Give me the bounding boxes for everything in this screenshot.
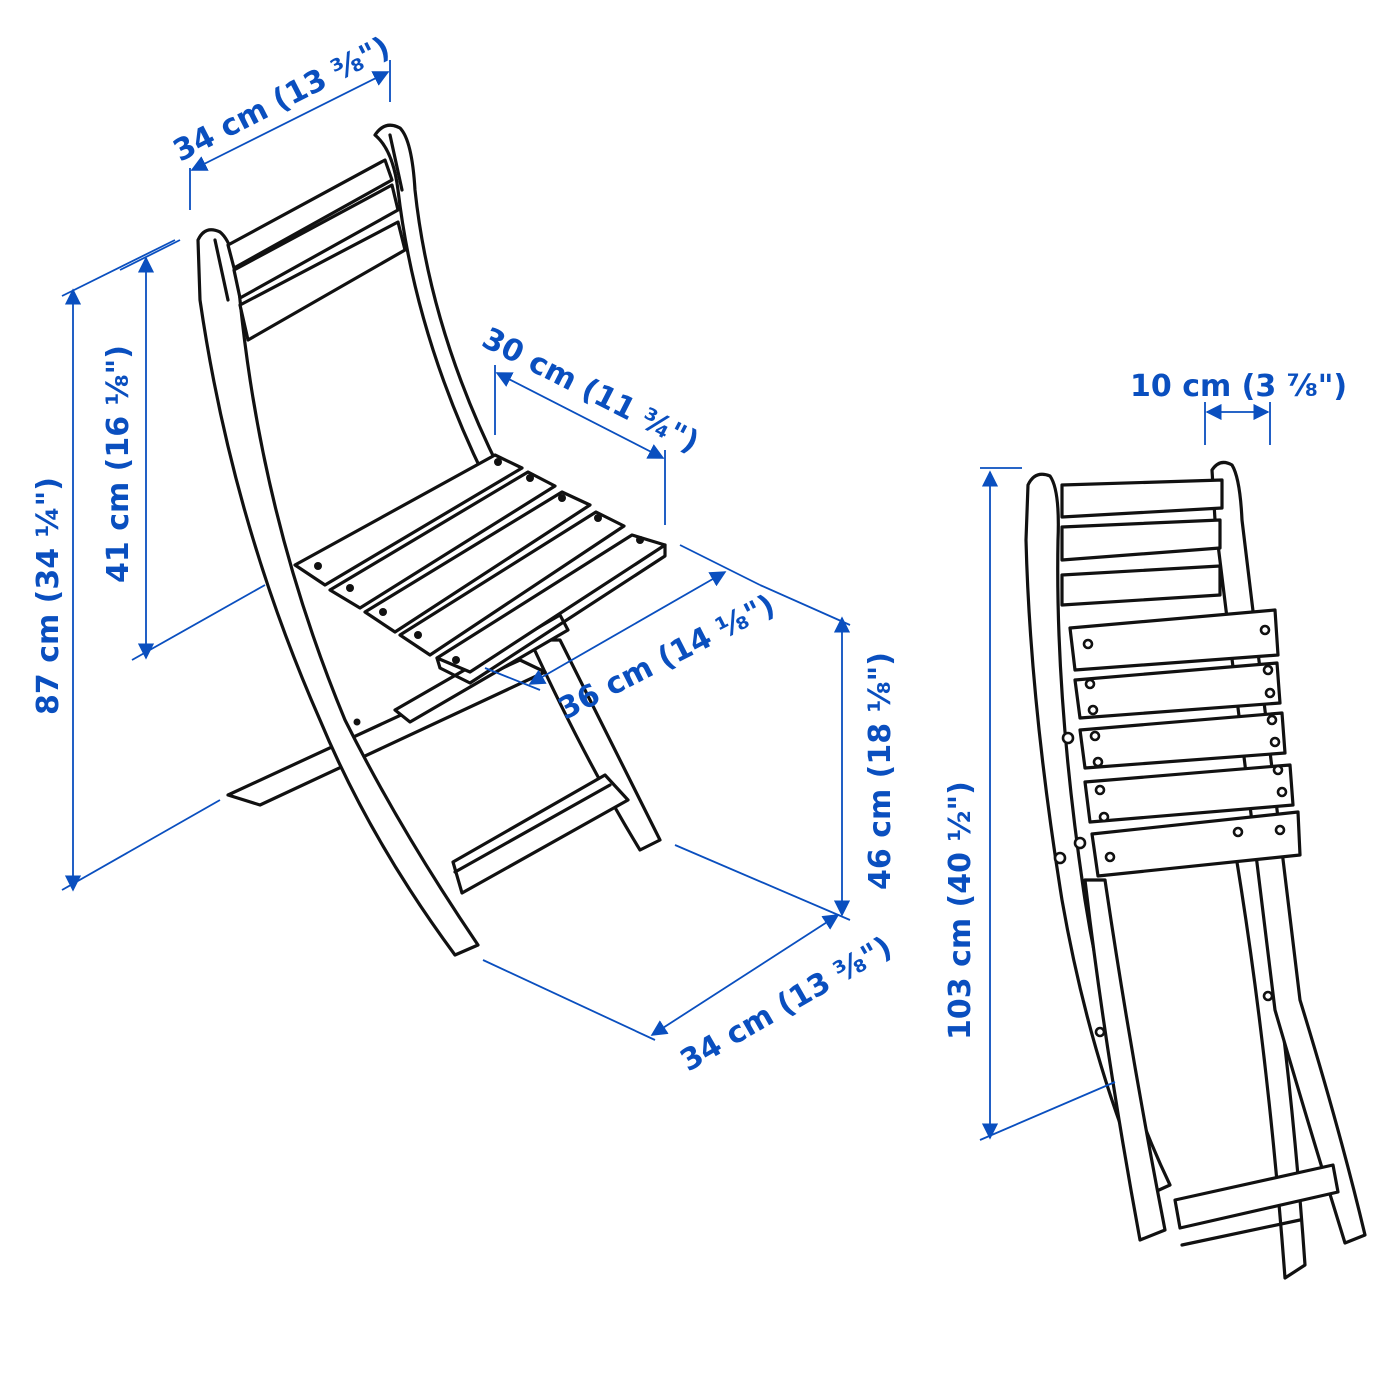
folded-back-slat-2 <box>1060 518 1222 562</box>
seat-slat-1 <box>293 453 524 587</box>
backrest-slat-1 <box>226 158 394 270</box>
seat-slat-2 <box>328 470 557 610</box>
label-backrest-height: 41 cm (16 ⅛") <box>101 345 136 583</box>
seat <box>293 453 667 685</box>
seat-slat-3 <box>363 490 592 634</box>
folded-back-slat-1 <box>1060 478 1224 519</box>
label-seat-width: 36 cm (14 ⅛") <box>553 588 781 727</box>
backrest-slat-3 <box>238 220 407 342</box>
label-seat-height: 46 cm (18 ⅛") <box>863 652 898 890</box>
folded-stretcher <box>1173 1163 1340 1230</box>
label-base-width: 34 cm (13 ⅜") <box>675 930 899 1079</box>
backrest-slat-2 <box>232 183 400 300</box>
dimension-lines <box>61 60 1271 1141</box>
label-seat-depth: 30 cm (11 ¾") <box>476 321 704 460</box>
seat-slat-4 <box>398 510 626 657</box>
unfolded-chair <box>196 123 667 957</box>
folded-front-leg <box>1083 878 1167 1242</box>
lower-stretcher <box>451 773 630 895</box>
cross-leg <box>226 658 547 807</box>
label-total-height: 87 cm (34 ¼") <box>31 477 66 715</box>
folded-seat <box>1068 608 1302 878</box>
label-folded-depth: 10 cm (3 ⅞") <box>1130 369 1347 404</box>
right-back-post <box>373 123 502 480</box>
label-folded-height: 103 cm (40 ½") <box>943 781 978 1040</box>
folded-back-slat-3 <box>1060 564 1222 607</box>
folded-chair <box>1024 460 1367 1280</box>
label-back-width: 34 cm (13 ⅜") <box>168 30 396 169</box>
